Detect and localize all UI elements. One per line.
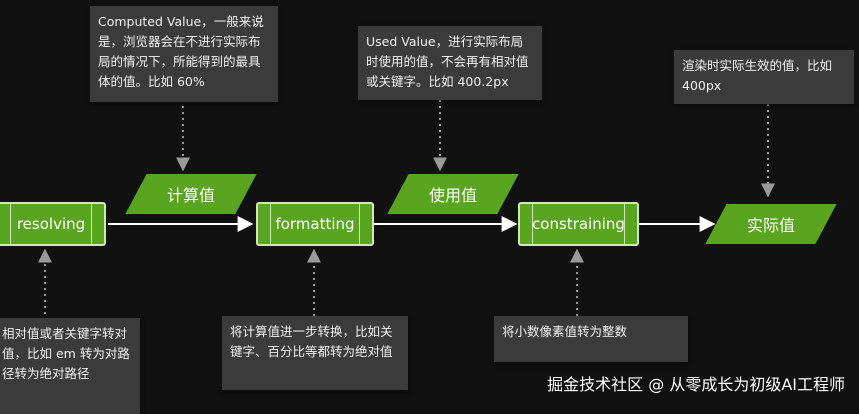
value-actual: 实际值	[716, 204, 826, 244]
process-constraining: constraining	[518, 202, 639, 246]
watermark: 掘金技术社区 @ 从零成长为初级AI工程师	[547, 375, 845, 394]
value-computed: 计算值	[136, 174, 246, 214]
note-formatting: 将计算值进一步转换，比如关键字、百分比等都转为绝对值	[222, 316, 408, 390]
value-used-label: 使用值	[428, 186, 477, 205]
process-resolving: resolving	[0, 202, 106, 246]
process-formatting: formatting	[256, 202, 374, 246]
note-resolving: 相对值或者关键字转对值，比如 em 转为对路径转为绝对路径	[0, 318, 140, 414]
process-constraining-label: constraining	[532, 215, 625, 233]
note-constraining: 将小数像素值转为整数	[494, 316, 688, 362]
process-formatting-label: formatting	[275, 215, 355, 233]
note-actual-value: 渲染时实际生效的值，比如 400px	[674, 50, 854, 104]
note-computed-value: Computed Value，一般来说是，浏览器会在不进行实际布局的情况下，所能…	[90, 6, 278, 102]
value-actual-label: 实际值	[746, 216, 795, 235]
value-computed-label: 计算值	[166, 186, 215, 205]
process-resolving-label: resolving	[16, 215, 86, 233]
note-used-value: Used Value，进行实际布局时使用的值，不会再有相对值或关键字。比如 40…	[358, 26, 542, 100]
value-used: 使用值	[398, 174, 508, 214]
